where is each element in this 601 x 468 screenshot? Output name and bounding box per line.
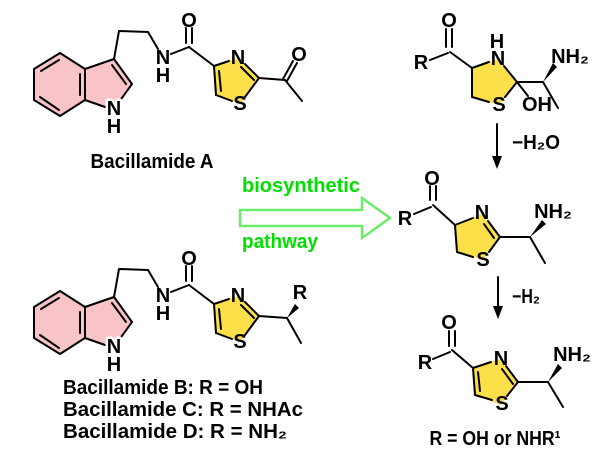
bacillamide-bcd-structure: N H N H O N S R bbox=[33, 248, 308, 379]
bacillamide-a-bonds bbox=[33, 27, 303, 117]
ring-nitrogen-label: N bbox=[491, 48, 505, 70]
amine-label: NH₂ bbox=[553, 344, 591, 366]
r-group-label: R bbox=[293, 282, 308, 304]
carbonyl-oxygen-label: O bbox=[441, 10, 457, 32]
down-arrow-icon bbox=[493, 306, 503, 319]
r-definition-caption: R = OH or NHR¹ bbox=[430, 428, 561, 450]
ring-nh-hydrogen-label: H bbox=[490, 31, 504, 53]
thiazolidine-ring-fill bbox=[472, 59, 517, 105]
bacillamide-a-structure: N H N H O N S O bbox=[33, 10, 307, 141]
dehydrogenation-step: −H₂ bbox=[493, 276, 540, 319]
indole-nitrogen-label: N bbox=[107, 336, 121, 358]
ring-nitrogen-label: N bbox=[475, 202, 489, 224]
ring-sulfur-label: S bbox=[492, 94, 505, 116]
stereo-wedge-bond bbox=[548, 364, 562, 382]
thiazole-product-structure: R O N S NH₂ bbox=[418, 312, 591, 415]
bacillamide-b-caption: Bacillamide B: R = OH bbox=[63, 377, 263, 399]
thiazolidine-bonds bbox=[429, 28, 559, 109]
amide-hydrogen-label: H bbox=[156, 303, 170, 325]
amine-label: NH₂ bbox=[534, 201, 572, 223]
indole-nh-hydrogen-label: H bbox=[107, 354, 121, 376]
thiazoline-intermediate-structure: R O N S NH₂ bbox=[398, 168, 572, 271]
thiazole-product-bonds bbox=[432, 330, 564, 408]
carbonyl-oxygen-label: O bbox=[424, 168, 440, 190]
indole-nitrogen-label: N bbox=[107, 98, 121, 120]
thiazole-ring-fill bbox=[473, 359, 518, 405]
dehydration-step: −H₂O bbox=[492, 123, 560, 169]
thiazole-nitrogen-label: N bbox=[231, 285, 245, 307]
indole-ring-fill bbox=[34, 53, 132, 116]
minus-h2o-label: −H₂O bbox=[512, 132, 560, 154]
bacillamide-c-caption: Bacillamide C: R = NHAc bbox=[63, 399, 303, 421]
pathway-text-line1: biosynthetic bbox=[242, 175, 360, 197]
ring-sulfur-label: S bbox=[495, 393, 508, 415]
amide-oxygen-label: O bbox=[181, 10, 197, 32]
ring-nitrogen-label: N bbox=[494, 348, 508, 370]
bacillamide-bcd-bonds bbox=[33, 265, 302, 355]
stereo-wedge-bond bbox=[287, 304, 299, 318]
bacillamide-d-caption: Bacillamide D: R = NH₂ bbox=[63, 421, 287, 443]
hydroxyl-label: OH bbox=[522, 94, 552, 116]
thiazole-sulfur-label: S bbox=[233, 93, 246, 115]
amide-hydrogen-label: H bbox=[156, 65, 170, 87]
amine-label: NH₂ bbox=[551, 46, 589, 68]
right-arrow-icon bbox=[238, 195, 393, 241]
amide-nitrogen-label: N bbox=[156, 47, 170, 69]
carbonyl-oxygen-label: O bbox=[441, 312, 457, 334]
stereo-wedge-bond bbox=[530, 220, 546, 237]
indole-nh-hydrogen-label: H bbox=[107, 116, 121, 138]
amide-oxygen-label: O bbox=[181, 248, 197, 270]
indole-ring-fill bbox=[34, 291, 132, 354]
thiazolidine-intermediate-structure: R O H N S OH NH₂ bbox=[414, 10, 589, 116]
bacillamide-a-caption: Bacillamide A bbox=[91, 151, 214, 173]
thiazole-sulfur-label: S bbox=[233, 331, 246, 353]
thiazoline-ring-fill bbox=[455, 214, 500, 260]
minus-h2-label: −H₂ bbox=[512, 286, 540, 308]
stereo-wedge-bond bbox=[543, 63, 557, 82]
thiazole-nitrogen-label: N bbox=[231, 47, 245, 69]
r-group-label: R bbox=[414, 52, 429, 74]
r-group-label: R bbox=[398, 208, 413, 230]
biosynthetic-pathway-arrow: biosynthetic pathway bbox=[238, 175, 393, 253]
pathway-text-line2: pathway bbox=[242, 231, 319, 253]
amide-nitrogen-label: N bbox=[156, 285, 170, 307]
r-group-label: R bbox=[418, 352, 433, 374]
thiazoline-bonds bbox=[413, 185, 546, 264]
down-arrow-icon bbox=[492, 156, 502, 169]
acetyl-oxygen-label: O bbox=[291, 44, 307, 66]
ring-sulfur-label: S bbox=[476, 249, 489, 271]
